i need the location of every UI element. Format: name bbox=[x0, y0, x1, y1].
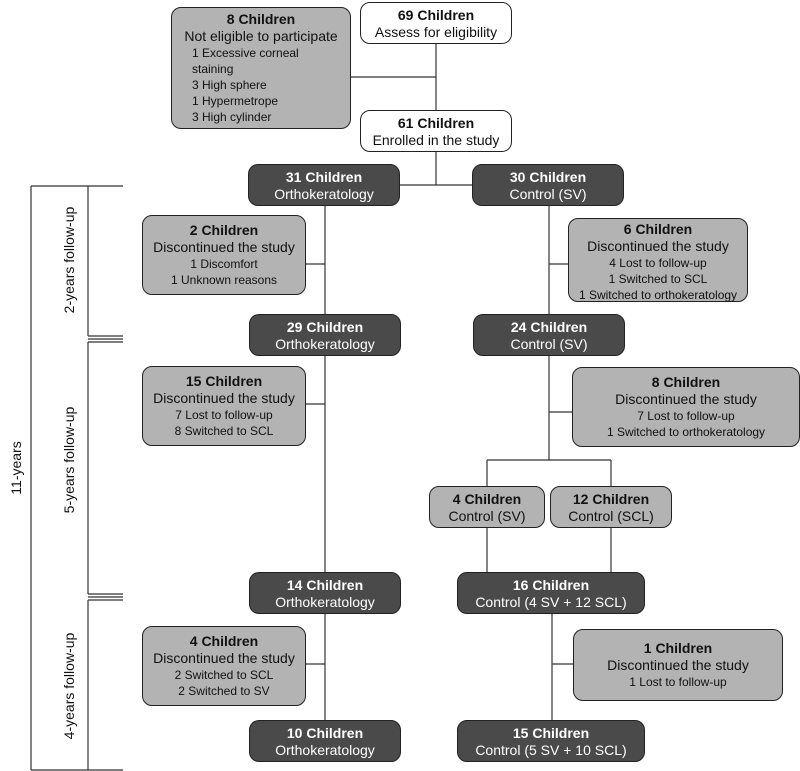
label-2-years-follow-up: 2-years follow-up bbox=[61, 206, 77, 314]
box-not-eligible: 8 Children Not eligible to participate 1… bbox=[171, 7, 351, 129]
box-discontinued-6: 6 Children Discontinued the study 4 Lost… bbox=[568, 218, 748, 302]
box-discontinued-4: 4 Children Discontinued the study 2 Swit… bbox=[142, 626, 306, 706]
box-control-sv-4: 4 Children Control (SV) bbox=[429, 486, 545, 528]
box-control-30: 30 Children Control (SV) bbox=[472, 164, 624, 206]
box-ortho-10: 10 Children Orthokeratology bbox=[249, 720, 401, 762]
box-ortho-31: 31 Children Orthokeratology bbox=[248, 164, 400, 206]
box-discontinued-15: 15 Children Discontinued the study 7 Los… bbox=[142, 366, 306, 446]
box-enrolled: 61 Children Enrolled in the study bbox=[360, 110, 512, 152]
label-4-years-follow-up: 4-years follow-up bbox=[61, 632, 77, 740]
label-11-years: 11-years bbox=[8, 441, 24, 495]
box-control-scl-12: 12 Children Control (SCL) bbox=[550, 486, 672, 528]
box-control-15: 15 Children Control (5 SV + 10 SCL) bbox=[457, 720, 645, 762]
box-discontinued-8: 8 Children Discontinued the study 7 Lost… bbox=[572, 367, 800, 447]
box-discontinued-1: 1 Children Discontinued the study 1 Lost… bbox=[573, 629, 783, 701]
box-ortho-29: 29 Children Orthokeratology bbox=[249, 314, 401, 356]
box-control-24: 24 Children Control (SV) bbox=[473, 314, 625, 356]
label-5-years-follow-up: 5-years follow-up bbox=[61, 406, 77, 514]
box-ortho-14: 14 Children Orthokeratology bbox=[249, 572, 401, 614]
box-assess-eligibility: 69 Children Assess for eligibility bbox=[360, 2, 512, 44]
box-discontinued-2: 2 Children Discontinued the study 1 Disc… bbox=[142, 215, 306, 295]
box-control-16: 16 Children Control (4 SV + 12 SCL) bbox=[457, 572, 645, 614]
